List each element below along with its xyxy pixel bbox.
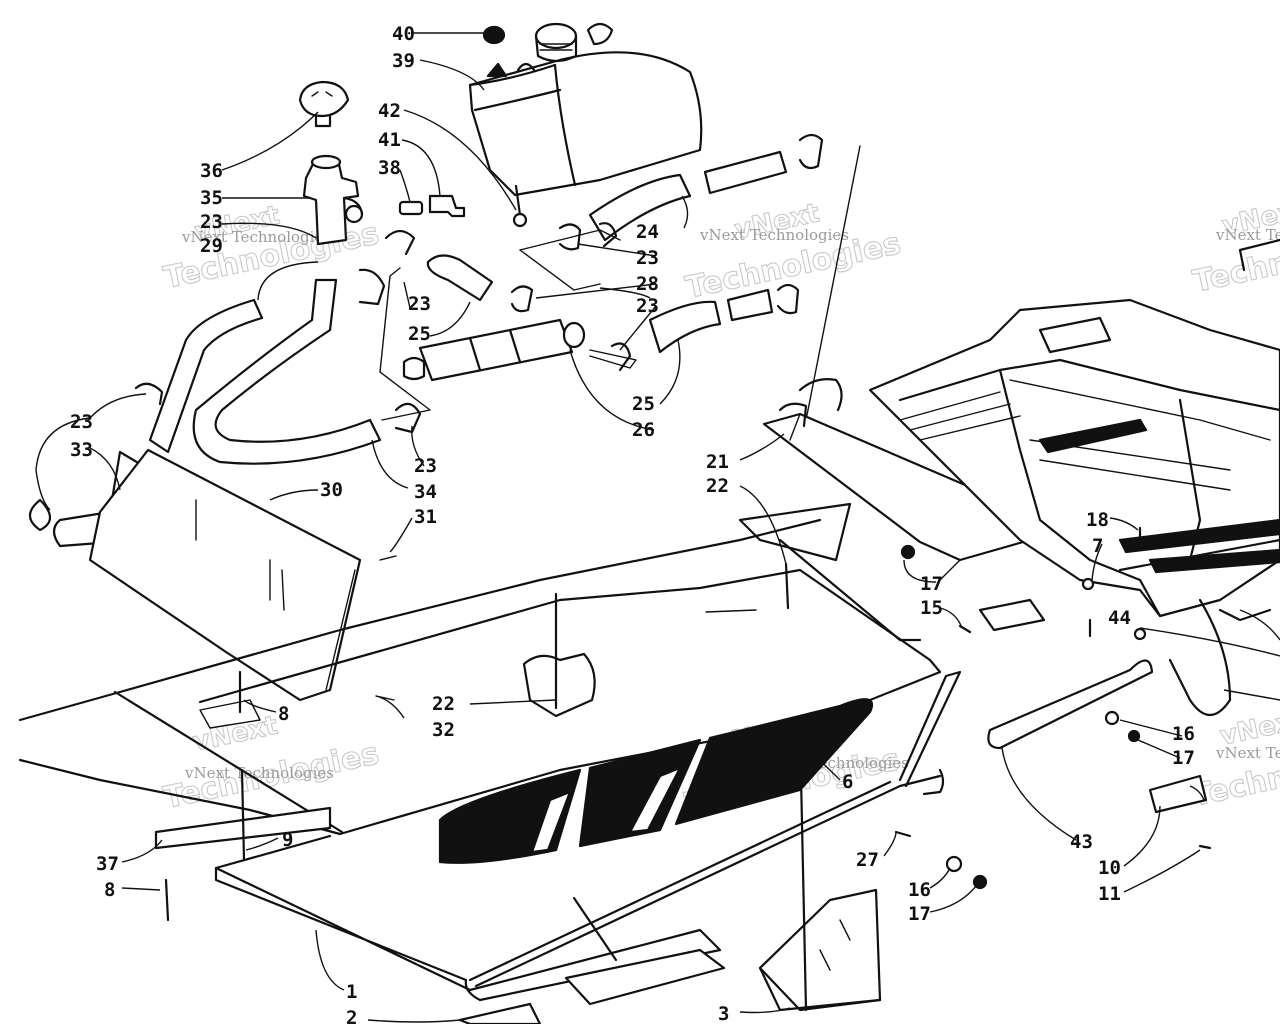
exploded-drawing [18,22,1280,1024]
callout-23-f: 23 [414,455,437,477]
callout-23-b: 23 [408,293,431,315]
watermark-small-6: vNext Technologies [1215,744,1280,762]
watermark-small-2: vNext Technologies [699,226,849,244]
hardware [154,526,1212,1024]
callout-22-b: 22 [432,693,455,715]
callout-23-c: 23 [636,247,659,269]
callout-2: 2 [346,1007,357,1024]
fastener-pins [164,555,808,1012]
callout-29: 29 [200,235,223,257]
callout-23-e: 23 [70,411,93,433]
callout-36: 36 [200,160,223,182]
callout-35: 35 [200,187,223,209]
cap-40 [482,25,506,45]
callout-44: 44 [1108,607,1131,629]
radiator-panel [88,448,362,702]
callout-31: 31 [414,506,437,528]
coolant-tank [468,22,703,228]
watermark-small-3: vNext Technologies [1215,226,1280,244]
callout-8-b: 8 [104,879,115,901]
bleeder-38 [398,200,424,216]
radiator-cap [298,80,350,128]
upper-hoses [358,133,824,434]
callout-17-b: 17 [1172,747,1195,769]
reference-outlines [379,145,861,421]
callout-17-a: 17 [920,573,943,595]
callout-28: 28 [636,273,659,295]
callout-23-d: 23 [636,295,659,317]
callout-8-a: 8 [278,703,289,725]
callout-41: 41 [378,129,401,151]
callout-30: 30 [320,479,343,501]
valve-41 [428,194,466,218]
callout-labels: 40 39 42 41 38 36 35 23 29 23 25 24 23 2… [70,23,1195,1024]
callout-15: 15 [920,597,943,619]
callout-18: 18 [1086,509,1109,531]
callout-27: 27 [856,849,879,871]
callout-23-a: 23 [200,211,223,233]
callout-6: 6 [842,771,853,793]
seat-frame [868,238,1280,717]
callout-43: 43 [1070,831,1093,853]
callout-11: 11 [1098,883,1121,905]
callout-40: 40 [392,23,415,45]
callout-17-c: 17 [908,903,931,925]
watermark-small-4: vNext Technologies [184,764,334,782]
callout-39: 39 [392,50,415,72]
callout-9: 9 [282,829,293,851]
callout-3: 3 [718,1003,729,1024]
callout-37: 37 [96,853,119,875]
callout-25-b: 25 [632,393,655,415]
callout-16-b: 16 [908,879,931,901]
filler-neck [302,154,364,246]
callout-16-a: 16 [1172,723,1195,745]
callout-7: 7 [1092,535,1103,557]
callout-1: 1 [346,981,357,1003]
support-rods [214,502,1154,1002]
leader-lines [35,32,1280,1023]
callout-38: 38 [378,157,401,179]
callout-34: 34 [414,481,437,503]
callout-33: 33 [70,439,93,461]
watermark-top-center: vNext Technologies [682,198,904,307]
callout-10: 10 [1098,857,1121,879]
callout-22-a: 22 [706,475,729,497]
watermark-small-1: vNext Technologies [181,228,331,246]
callout-21: 21 [706,451,729,473]
callout-32: 32 [432,719,455,741]
callout-24: 24 [636,221,659,243]
callout-42: 42 [378,100,401,122]
callout-26: 26 [632,419,655,441]
callout-25-a: 25 [408,323,431,345]
side-vents [438,698,873,864]
